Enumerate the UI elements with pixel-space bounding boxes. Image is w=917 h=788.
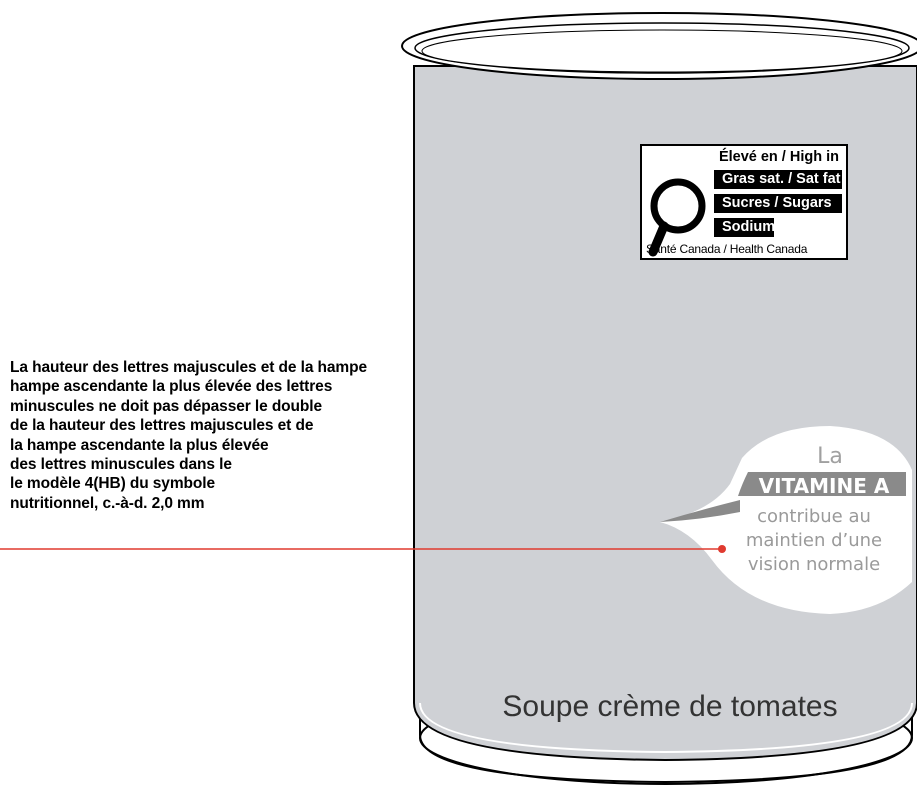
nutrition-symbol-footer: Santé Canada / Health Canada (646, 242, 808, 256)
annotation-line: de la hauteur des lettres majuscules et … (10, 417, 314, 435)
nutrition-symbol: Élevé en / High in Gras sat. / Sat fat S… (640, 144, 848, 260)
claim-line-1: La (817, 444, 843, 469)
annotation-line: minuscules ne doit pas dépasser le doubl… (10, 397, 323, 415)
nutrient-bar-sat-fat: Gras sat. / Sat fat (714, 170, 842, 189)
claim-line-5: vision normale (747, 554, 881, 575)
product-name: Soupe crème de tomates (502, 690, 838, 723)
annotation-line: le modèle 4(HB) du symbole (10, 475, 215, 493)
claim-line-3: contribue au (757, 506, 871, 527)
nutrition-symbol-heading: Élevé en / High in (718, 149, 839, 165)
claim-line-4: maintien d’une (745, 530, 883, 551)
magnifying-glass-icon (648, 178, 706, 257)
nutrient-bar-sodium: Sodium (714, 218, 775, 237)
vitamin-banner (738, 472, 906, 496)
annotation-line: la hampe ascendante la plus élevée (10, 436, 269, 454)
can-top-rim (401, 12, 917, 80)
annotation-line: hampe ascendante la plus élevée des lett… (10, 378, 333, 396)
claim-line-2: VITAMINE A (758, 474, 890, 498)
vitamin-claim-bubble (660, 426, 912, 614)
annotation-line: nutritionnel, c.-à-d. 2,0 mm (10, 494, 205, 512)
annotation-line: des lettres minuscules dans le (10, 456, 232, 474)
pointer-line (0, 545, 726, 553)
annotation-text: La hauteur des lettres majuscules et de … (10, 358, 410, 513)
nutrient-bar-sugars: Sucres / Sugars (714, 194, 842, 213)
annotation-line: La hauteur des lettres majuscules et de … (10, 359, 367, 376)
